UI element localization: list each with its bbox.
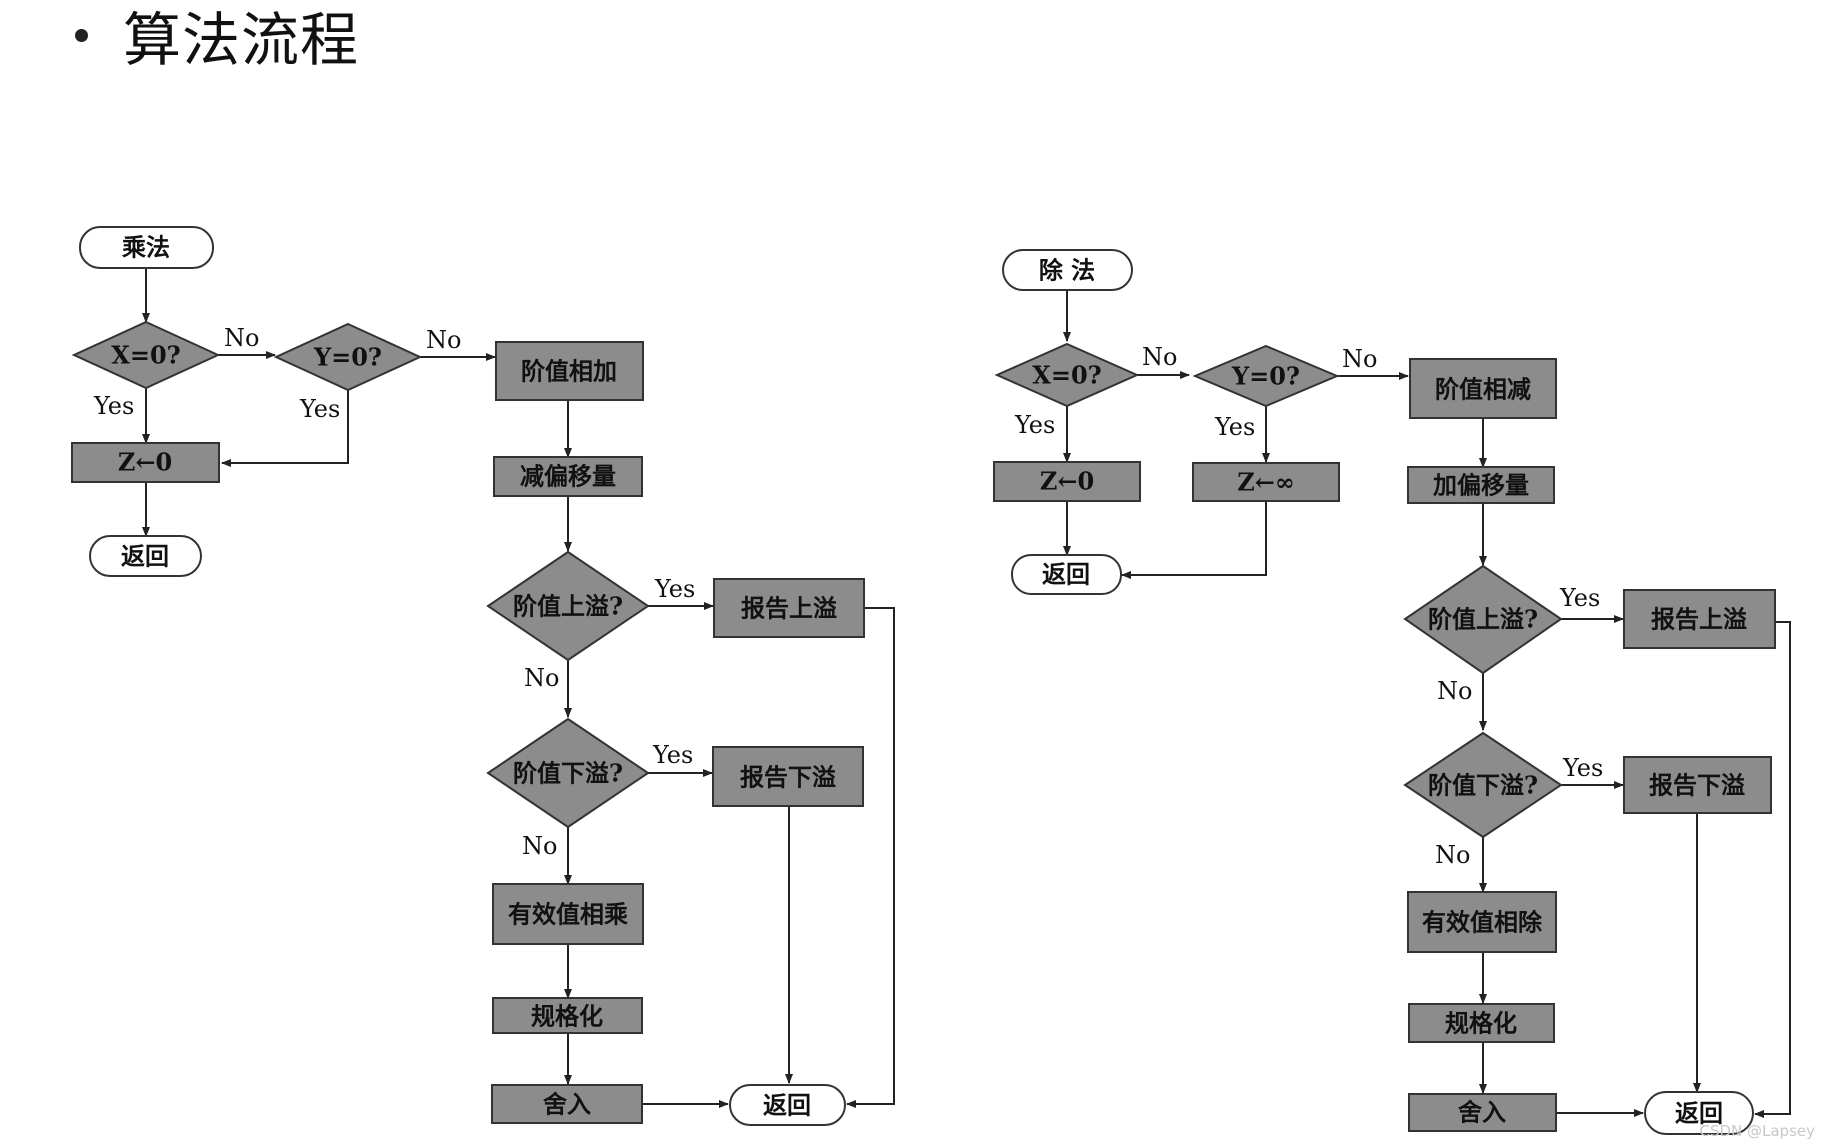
mul-node-bias: 减偏移量 xyxy=(493,456,643,497)
div-label-unf-no: No xyxy=(1435,841,1470,869)
div-label-ovf-no: No xyxy=(1437,677,1472,705)
div-node-start: 除 法 xyxy=(1002,249,1133,291)
mul-node-rovf: 报告上溢 xyxy=(713,578,865,638)
mul-label-yz-no: No xyxy=(426,326,461,354)
mul-start-label: 乘法 xyxy=(121,233,170,262)
div-start-label: 除 法 xyxy=(1039,256,1095,285)
div-node-unf: 阶值下溢? xyxy=(1403,731,1563,839)
mul-ret2-label: 返回 xyxy=(763,1091,811,1120)
division-flowchart: No No Yes Yes Yes No Yes No 除 法 X=0? Y=0… xyxy=(993,249,1791,1135)
div-node-inf: Z←∞ xyxy=(1192,462,1340,502)
mul-edge-rovf-ret xyxy=(846,607,895,1108)
mul-node-norm: 规格化 xyxy=(492,997,643,1034)
div-edge-inf-ret xyxy=(1121,501,1267,579)
div-node-runf: 报告下溢 xyxy=(1623,756,1772,814)
div-node-norm: 规格化 xyxy=(1408,1003,1555,1043)
mul-label-ovf-no: No xyxy=(524,664,559,692)
mul-rovf-label: 报告上溢 xyxy=(741,594,837,623)
mul-node-yz: Y=0? xyxy=(273,322,423,392)
mul-label-xz-yes: Yes xyxy=(93,392,134,420)
title-text: 算法流程 xyxy=(123,6,360,74)
div-bias-label: 加偏移量 xyxy=(1433,471,1529,500)
div-ret1-label: 返回 xyxy=(1042,560,1090,589)
mul-round-label: 舍入 xyxy=(543,1090,591,1119)
mul-node-xz: X=0? xyxy=(71,320,221,390)
mul-node-ret1: 返回 xyxy=(89,535,202,577)
mul-unf-label: 阶值下溢? xyxy=(513,759,623,788)
mul-yz-label: Y=0? xyxy=(313,343,382,372)
div-round-label: 舍入 xyxy=(1458,1098,1506,1127)
div-norm-label: 规格化 xyxy=(1445,1009,1517,1038)
multiplication-flowchart: No No Yes Yes Yes No Yes No 乘法 X=0? Y=0? xyxy=(71,226,895,1126)
mul-op-label: 有效值相乘 xyxy=(508,900,628,929)
bullet-icon xyxy=(75,28,88,42)
div-label-yz-yes: Yes xyxy=(1214,413,1255,441)
div-inf-label: Z←∞ xyxy=(1237,468,1295,497)
mul-exp-label: 阶值相加 xyxy=(521,357,617,386)
div-node-bias: 加偏移量 xyxy=(1407,466,1555,504)
mul-node-start: 乘法 xyxy=(79,226,214,269)
div-node-ovf: 阶值上溢? xyxy=(1403,564,1563,675)
mul-ret1-label: 返回 xyxy=(121,542,169,571)
mul-node-unf: 阶值下溢? xyxy=(486,717,650,829)
div-node-zero: Z←0 xyxy=(993,461,1141,502)
div-runf-label: 报告下溢 xyxy=(1649,771,1745,800)
mul-node-op: 有效值相乘 xyxy=(492,883,644,945)
div-label-xz-no: No xyxy=(1142,343,1177,371)
div-yz-label: Y=0? xyxy=(1231,362,1300,391)
div-label-yz-no: No xyxy=(1342,345,1377,373)
mul-norm-label: 规格化 xyxy=(531,1002,603,1031)
mul-ovf-label: 阶值上溢? xyxy=(513,592,623,621)
watermark: CSDN @Lapsey xyxy=(1699,1122,1815,1140)
div-edge-rovf-ret xyxy=(1754,621,1791,1118)
div-ret2-label: 返回 xyxy=(1675,1099,1723,1128)
mul-zero-label: Z←0 xyxy=(118,448,172,477)
div-label-unf-yes: Yes xyxy=(1562,754,1603,782)
mul-label-unf-yes: Yes xyxy=(652,741,693,769)
div-node-round: 舍入 xyxy=(1408,1093,1557,1132)
div-exp-label: 阶值相减 xyxy=(1435,375,1531,404)
mul-node-exp: 阶值相加 xyxy=(495,341,644,401)
div-label-xz-yes: Yes xyxy=(1014,411,1055,439)
div-node-exp: 阶值相减 xyxy=(1409,358,1557,419)
mul-edge-labels: No No Yes Yes Yes No Yes No xyxy=(93,324,695,860)
mul-node-ret2: 返回 xyxy=(729,1084,846,1126)
div-edge-labels: No No Yes Yes Yes No Yes No xyxy=(1014,343,1603,869)
div-unf-label: 阶值下溢? xyxy=(1428,771,1538,800)
div-edges xyxy=(1063,290,1791,1118)
mul-label-yz-yes: Yes xyxy=(299,395,340,423)
mul-node-round: 舍入 xyxy=(491,1084,643,1124)
mul-runf-label: 报告下溢 xyxy=(740,763,836,792)
div-node-ret1: 返回 xyxy=(1011,554,1122,595)
mul-label-xz-no: No xyxy=(224,324,259,352)
div-node-yz: Y=0? xyxy=(1192,344,1340,408)
div-node-op: 有效值相除 xyxy=(1407,891,1557,953)
mul-label-ovf-yes: Yes xyxy=(654,575,695,603)
div-ovf-label: 阶值上溢? xyxy=(1428,605,1538,634)
div-xz-label: X=0? xyxy=(1032,361,1102,390)
div-node-rovf: 报告上溢 xyxy=(1623,589,1776,649)
mul-node-zero: Z←0 xyxy=(71,442,220,483)
mul-edge-yz-zero xyxy=(221,390,349,467)
div-op-label: 有效值相除 xyxy=(1422,908,1543,937)
mul-edges xyxy=(142,268,895,1108)
div-rovf-label: 报告上溢 xyxy=(1651,605,1747,634)
mul-node-runf: 报告下溢 xyxy=(712,746,864,807)
mul-xz-label: X=0? xyxy=(111,341,181,370)
div-node-xz: X=0? xyxy=(994,342,1140,408)
mul-bias-label: 减偏移量 xyxy=(520,462,616,491)
div-label-ovf-yes: Yes xyxy=(1559,584,1600,612)
div-zero-label: Z←0 xyxy=(1040,467,1094,496)
mul-label-unf-no: No xyxy=(522,832,557,860)
slide-title: 算法流程 xyxy=(75,0,359,74)
div-node-ret2: 返回 xyxy=(1644,1091,1754,1135)
mul-node-ovf: 阶值上溢? xyxy=(486,550,650,662)
